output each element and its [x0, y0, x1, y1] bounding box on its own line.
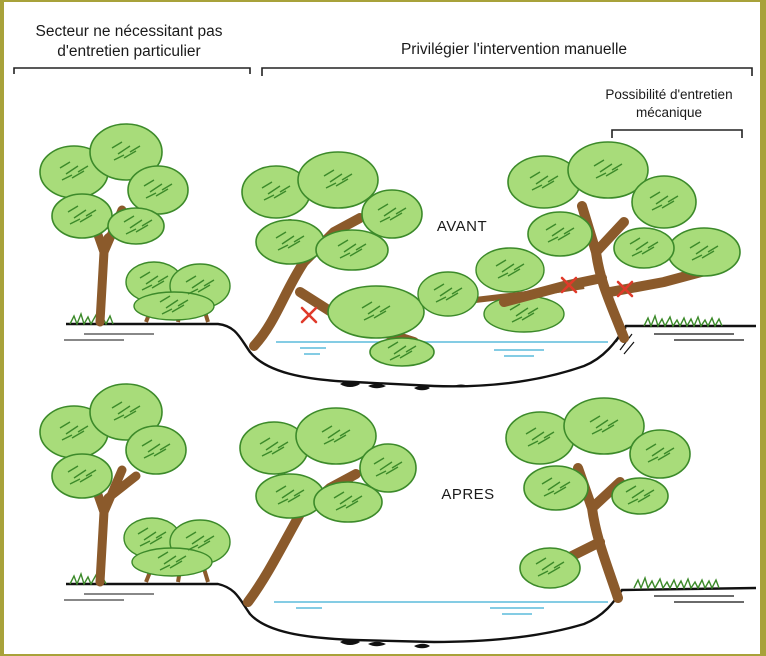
water-after [274, 601, 608, 615]
bush-left-before [125, 261, 231, 323]
bracket-mechanical [611, 129, 743, 138]
cut-mark-middle [300, 306, 318, 324]
left-sector-line1: Secteur ne nécessitant pas [35, 23, 223, 40]
tree-right-before [499, 141, 741, 343]
cut-mark-right-2 [616, 280, 634, 298]
mechanical-label: Possibilité d'entretien mécanique [574, 86, 760, 122]
bracket-left-sector [13, 67, 251, 74]
water-before [276, 341, 608, 357]
left-sector-line2: d'entretien particulier [57, 43, 201, 60]
riverbed-after [64, 582, 757, 649]
mechanical-line1: Possibilité d'entretien [605, 87, 733, 102]
diagram-canvas: Secteur ne nécessitant pas d'entretien p… [4, 2, 760, 654]
bush-left-after [123, 517, 231, 583]
tree-middle-before [241, 151, 435, 367]
after-label: APRES [441, 486, 495, 503]
tree-right-after [505, 397, 691, 603]
tree-left-tall-before [39, 123, 189, 327]
diagram-drawing [13, 67, 757, 649]
mechanical-line2: mécanique [635, 105, 703, 120]
manual-intervention-label: Privilégier l'intervention manuelle [400, 41, 628, 58]
cut-mark-right-1 [560, 276, 578, 294]
tree-left-tall-after [39, 383, 187, 587]
tree-middle-after [239, 407, 417, 607]
left-sector-label: Secteur ne nécessitant pas d'entretien p… [4, 22, 254, 62]
bracket-manual [261, 67, 753, 76]
before-label: AVANT [436, 218, 488, 235]
grass-before [69, 311, 723, 328]
